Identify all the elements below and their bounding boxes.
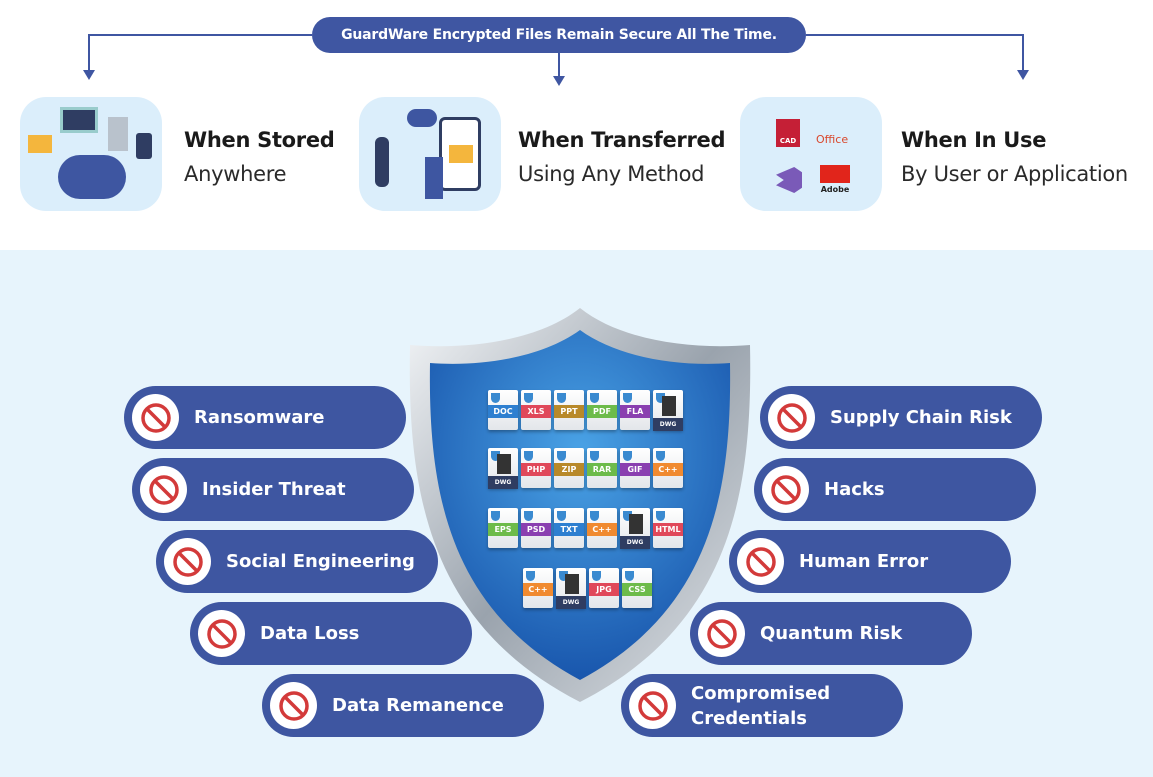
prohibited-icon <box>776 402 807 433</box>
file-type-icon: DWG <box>653 390 683 431</box>
file-type-icon: GIF <box>620 448 650 488</box>
file-transfer-illustration <box>359 97 501 211</box>
threat-pill: Social Engineering <box>156 530 438 593</box>
threat-pill: Compromised Credentials <box>621 674 903 737</box>
file-type-icon: FLA <box>620 390 650 430</box>
threat-pill: Human Error <box>729 530 1011 593</box>
threat-pill: Hacks <box>754 458 1036 521</box>
file-type-icon: RAR <box>587 448 617 488</box>
adobe-logo: Adobe <box>820 165 850 195</box>
banner-title: GuardWare Encrypted Files Remain Secure … <box>312 17 806 53</box>
file-type-icon: C++ <box>587 508 617 548</box>
connector-line <box>806 34 1024 36</box>
file-type-icon: HTML <box>653 508 683 548</box>
file-type-icon: XLS <box>521 390 551 430</box>
threat-pill: Data Remanence <box>262 674 544 737</box>
prohibited-icon <box>172 546 203 577</box>
prohibited-icon <box>140 402 171 433</box>
file-type-icon: EPS <box>488 508 518 548</box>
connector-line <box>88 34 312 36</box>
prohibited-icon <box>206 618 237 649</box>
threat-pill: Quantum Risk <box>690 602 972 665</box>
storage-network-illustration <box>20 97 162 211</box>
prohibited-icon <box>745 546 776 577</box>
file-type-icon: DWG <box>556 568 586 609</box>
threat-pill: Data Loss <box>190 602 472 665</box>
office-logo: Office <box>816 133 849 146</box>
threat-label: Insider Threat <box>202 479 346 500</box>
file-type-icon: DWG <box>620 508 650 549</box>
threat-label: Supply Chain Risk <box>830 407 1012 428</box>
connector-line <box>88 34 90 70</box>
file-type-icon: DOC <box>488 390 518 430</box>
file-type-icon: C++ <box>653 448 683 488</box>
arrow-down-icon <box>83 70 95 80</box>
file-type-icon: DWG <box>488 448 518 489</box>
file-type-icon: PSD <box>521 508 551 548</box>
card-subtitle: Using Any Method <box>518 162 705 186</box>
file-type-icon: C++ <box>523 568 553 608</box>
file-type-icon: PDF <box>587 390 617 430</box>
threat-label: Social Engineering <box>226 551 415 572</box>
file-type-icon: PPT <box>554 390 584 430</box>
file-type-icon: JPG <box>589 568 619 608</box>
application-logos: CAD Office Adobe <box>740 97 882 211</box>
prohibited-icon <box>706 618 737 649</box>
autocad-logo: CAD <box>776 119 800 147</box>
card-subtitle: By User or Application <box>901 162 1128 186</box>
card-title: When Transferred <box>518 128 726 152</box>
threat-label: Ransomware <box>194 407 325 428</box>
threat-pill: Ransomware <box>124 386 406 449</box>
visual-studio-icon <box>776 167 802 193</box>
arrow-down-icon <box>1017 70 1029 80</box>
threat-label: Human Error <box>799 551 929 572</box>
prohibited-icon <box>770 474 801 505</box>
arrow-down-icon <box>553 76 565 86</box>
prohibited-icon <box>148 474 179 505</box>
threat-pill: Supply Chain Risk <box>760 386 1042 449</box>
file-type-icon: PHP <box>521 448 551 488</box>
threat-label: Data Loss <box>260 623 360 644</box>
threat-label: Hacks <box>824 479 885 500</box>
file-type-icon: TXT <box>554 508 584 548</box>
connector-line <box>1022 34 1024 70</box>
threat-label: Data Remanence <box>332 695 504 716</box>
connector-line <box>558 53 560 76</box>
card-title: When Stored <box>184 128 335 152</box>
threat-pill: Insider Threat <box>132 458 414 521</box>
prohibited-icon <box>278 690 309 721</box>
threat-label: Compromised Credentials <box>691 682 831 729</box>
prohibited-icon <box>637 690 668 721</box>
file-type-icon: CSS <box>622 568 652 608</box>
threat-label: Quantum Risk <box>760 623 903 644</box>
card-subtitle: Anywhere <box>184 162 287 186</box>
card-title: When In Use <box>901 128 1047 152</box>
file-type-icon: ZIP <box>554 448 584 488</box>
